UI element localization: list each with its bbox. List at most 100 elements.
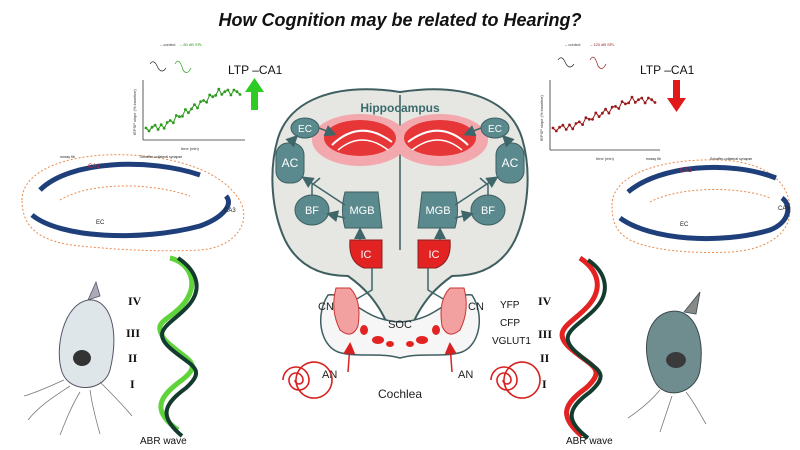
left-ltp-up-arrow xyxy=(245,78,264,110)
ltp-trace-dot xyxy=(624,102,627,106)
ltp-trace-dot xyxy=(594,111,598,115)
left-graph-ylabel: fEPSP slope (% baseline) xyxy=(132,88,137,134)
soc-label: SOC xyxy=(388,319,412,331)
ltp-trace-dot xyxy=(214,94,218,97)
right-wave-iv: IV xyxy=(538,294,552,308)
ltp-trace-dot xyxy=(147,129,151,133)
left-abr-wave: IV III II I ABR wave xyxy=(126,255,199,447)
ltp-trace-dot xyxy=(627,101,631,105)
right-abr-wave: YFP CFP VGLUT1 IV III II I ABR wave xyxy=(492,255,613,447)
ltp-trace-dot xyxy=(168,119,172,122)
right-slice-ca1: CA1 xyxy=(680,168,692,174)
ltp-trace-dot xyxy=(159,123,163,127)
ltp-trace-dot xyxy=(591,117,594,121)
ltp-trace-dot xyxy=(601,111,604,115)
ltp-trace-dot xyxy=(637,98,640,102)
left-slice-ec: EC xyxy=(96,220,105,226)
cochlea-left xyxy=(282,361,333,399)
ltp-trace-dot xyxy=(220,93,224,96)
an-right-label: AN xyxy=(458,369,473,381)
left-hair-cell xyxy=(23,280,133,436)
ltp-trace-dot xyxy=(229,93,233,97)
ltp-trace-dot xyxy=(238,93,242,96)
cochlea-label: Cochlea xyxy=(378,387,422,401)
ltp-trace-dot xyxy=(554,129,558,133)
ltp-trace-dot xyxy=(574,122,578,125)
right-graph-xlabel: time (min) xyxy=(596,156,614,161)
bf-left-label: BF xyxy=(305,205,319,217)
right-abr-label: ABR wave xyxy=(566,436,613,447)
cn-right-label: CN xyxy=(468,301,484,313)
right-wave-ii: II xyxy=(540,351,550,365)
ltp-trace-dot xyxy=(150,125,154,129)
an-left-label: AN xyxy=(322,369,337,381)
ec-right-label: EC xyxy=(488,124,502,135)
left-ltp-label: LTP –CA1 xyxy=(228,63,283,77)
ltp-trace-dot xyxy=(190,107,193,111)
cn-left xyxy=(333,287,360,335)
ltp-trace-dot xyxy=(604,107,607,111)
ltp-trace-dot xyxy=(568,123,571,127)
cochlea-right xyxy=(490,361,541,399)
ltp-trace-dot xyxy=(640,96,644,100)
right-slice-ca3: CA3 xyxy=(778,206,790,212)
brainstem-section: CN CN SOC AN AN Cochlea xyxy=(282,287,541,401)
ltp-trace-dot xyxy=(202,99,206,102)
ltp-trace-dot xyxy=(551,126,555,130)
ltp-trace-dot xyxy=(558,125,561,129)
left-wave-ii: II xyxy=(128,351,138,365)
ltp-trace-dot xyxy=(597,115,601,118)
ltp-trace-dot xyxy=(587,117,591,121)
ac-right-label: AC xyxy=(502,156,519,170)
ltp-trace-dot xyxy=(650,98,654,102)
ltp-trace-dot xyxy=(184,108,187,111)
ic-left-label: IC xyxy=(361,249,372,261)
cn-right xyxy=(440,287,467,335)
ltp-trace-dot xyxy=(199,100,203,103)
ltp-trace-dot xyxy=(610,105,614,109)
ltp-trace-dot xyxy=(162,126,166,130)
bf-right-label: BF xyxy=(481,205,495,217)
ltp-trace-dot xyxy=(193,103,196,106)
right-wave-i: I xyxy=(542,377,547,391)
left-slice-ca3: CA3 xyxy=(224,208,236,214)
ltp-trace-dot xyxy=(581,123,584,126)
ltp-trace-dot xyxy=(630,95,634,99)
left-graph-legend-control: – control xyxy=(160,42,175,47)
left-slice-mossy: mossy fib xyxy=(60,155,75,159)
ltp-trace-dot xyxy=(196,106,199,110)
left-slice-schaffer: Schaffer-collateral synapse xyxy=(140,155,182,159)
left-graph-xlabel: time (min) xyxy=(181,146,199,151)
soc-left-nucleus xyxy=(372,336,384,344)
ltp-trace-dot xyxy=(217,87,221,91)
ltp-trace-dot xyxy=(153,123,157,127)
hippocampus-label: Hippocampus xyxy=(360,101,440,115)
ltp-trace-dot xyxy=(617,107,621,110)
ltp-trace-dot xyxy=(208,93,212,97)
ltp-trace-dot xyxy=(614,105,617,108)
ltp-trace-dot xyxy=(620,100,624,103)
ltp-trace-dot xyxy=(174,114,178,117)
mgb-right-label: MGB xyxy=(425,205,450,217)
right-wave-iii: III xyxy=(538,327,552,341)
brain-section: Hippocampus EC EC AC AC BF BF MGB MGB IC… xyxy=(271,88,529,331)
ltp-trace-dot xyxy=(144,126,148,130)
ltp-trace-dot xyxy=(178,115,181,119)
soc-right-nucleus xyxy=(416,336,428,344)
ic-right-label: IC xyxy=(429,249,440,261)
mgb-left-label: MGB xyxy=(349,205,374,217)
ltp-trace-dot xyxy=(165,121,169,124)
ic-right xyxy=(417,239,451,269)
mgb-right xyxy=(417,191,458,229)
right-ltp-label: LTP –CA1 xyxy=(640,63,695,77)
ltp-trace-dot xyxy=(223,90,227,94)
left-abr-label: ABR wave xyxy=(140,436,187,447)
right-graph-legend-spl: – 120 dB SPL xyxy=(590,42,615,47)
ltp-trace-dot xyxy=(564,128,568,131)
right-graph-ylabel: fEPSP slope (% baseline) xyxy=(539,94,544,140)
right-slice-mossy: mossy fib xyxy=(646,157,661,161)
ltp-trace-dot xyxy=(643,101,647,105)
right-hair-cell xyxy=(627,291,707,433)
right-ltp-graph: – control – 120 dB SPL time (min) fEPSP … xyxy=(539,42,660,161)
